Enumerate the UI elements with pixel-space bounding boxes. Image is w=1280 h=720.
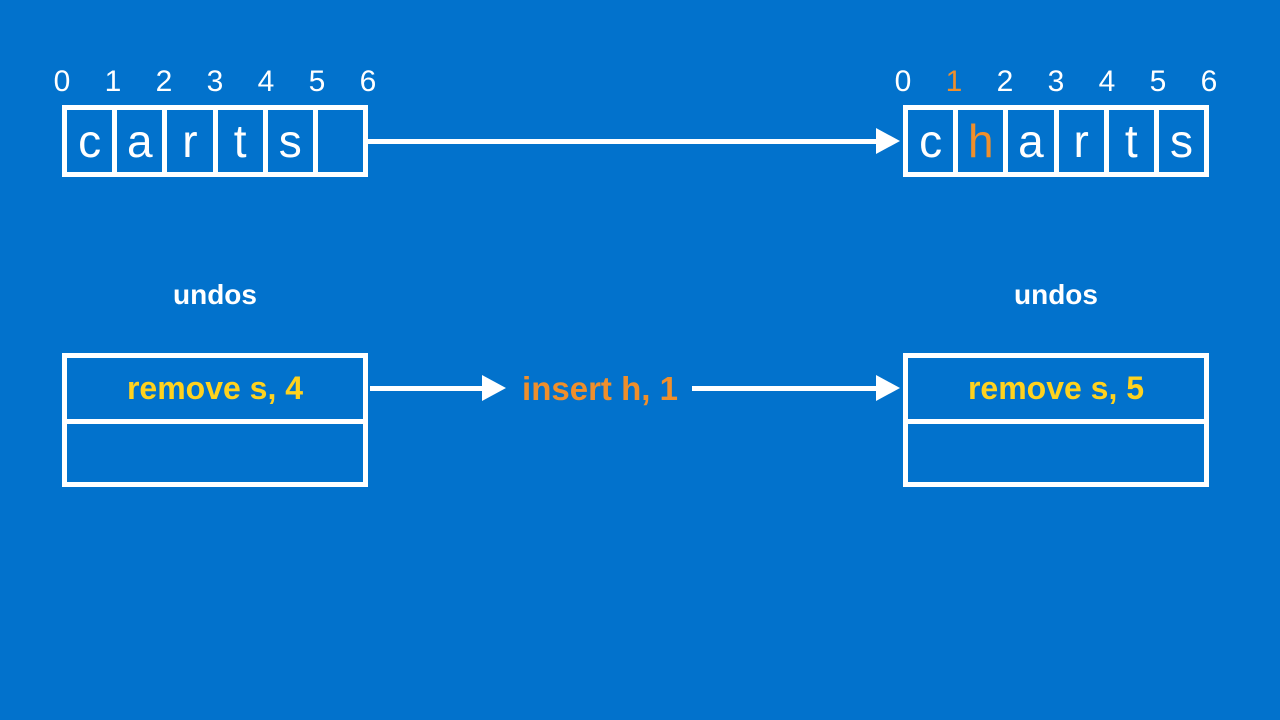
array-cell-highlighted: h	[953, 110, 1003, 172]
array-cell: t	[1103, 110, 1154, 172]
index-label-0: 0	[53, 65, 71, 98]
left-stack-title: undos	[173, 279, 257, 310]
index-label-2: 2	[996, 65, 1014, 98]
mid-arrow-right-line	[692, 386, 878, 391]
index-label-4: 4	[1098, 65, 1116, 98]
array-cell: c	[78, 115, 102, 167]
index-label-6: 6	[1200, 65, 1218, 98]
index-label-3: 3	[206, 65, 224, 98]
left-undo-stack: remove s, 4	[62, 353, 368, 487]
left-array-index-row: 0 1 2 3 4 5 6	[54, 65, 377, 98]
array-cell: t	[212, 110, 263, 172]
stack-row-empty	[67, 424, 363, 482]
index-label-5: 5	[308, 65, 326, 98]
index-label-1: 1	[104, 65, 122, 98]
top-arrow-line	[368, 139, 880, 144]
array-cell: s	[1153, 110, 1204, 172]
index-label-0: 0	[894, 65, 912, 98]
array-cell-empty	[312, 110, 363, 172]
array-cell: r	[162, 110, 212, 172]
right-stack-title: undos	[1014, 279, 1098, 310]
stack-row: remove s, 5	[908, 358, 1204, 424]
index-label-6: 6	[359, 65, 377, 98]
stack-row-empty	[908, 424, 1204, 482]
stack-row: remove s, 4	[67, 358, 363, 424]
top-arrow-right-icon	[876, 128, 900, 154]
mid-arrow-left-line	[370, 386, 484, 391]
mid-arrow-right-icon	[876, 375, 900, 401]
array-cell: a	[1003, 110, 1053, 172]
mid-arrow-left-icon	[482, 375, 506, 401]
index-label-2: 2	[155, 65, 173, 98]
index-label-1-highlighted: 1	[945, 65, 963, 98]
left-char-array: c a r t s	[62, 105, 368, 177]
index-label-3: 3	[1047, 65, 1065, 98]
array-cell: s	[262, 110, 313, 172]
array-cell: r	[1053, 110, 1104, 172]
array-cell: a	[112, 110, 162, 172]
index-label-4: 4	[257, 65, 275, 98]
array-cell: c	[919, 115, 943, 167]
index-label-5: 5	[1149, 65, 1167, 98]
right-array-index-row: 0 1 2 3 4 5 6	[895, 65, 1218, 98]
right-char-array: c h a r t s	[903, 105, 1209, 177]
right-undo-stack: remove s, 5	[903, 353, 1209, 487]
operation-label: insert h, 1	[522, 370, 678, 407]
